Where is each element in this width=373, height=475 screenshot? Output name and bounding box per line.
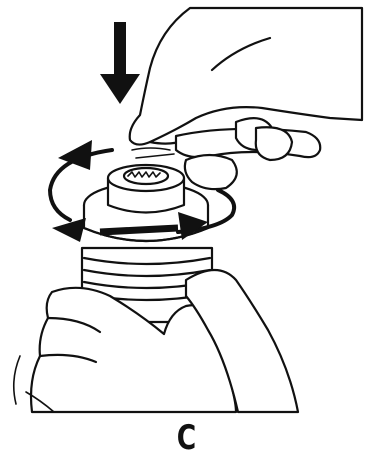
step-label: C: [41, 418, 332, 458]
upper-hand: [130, 8, 362, 189]
down-arrow-icon: [100, 22, 140, 104]
